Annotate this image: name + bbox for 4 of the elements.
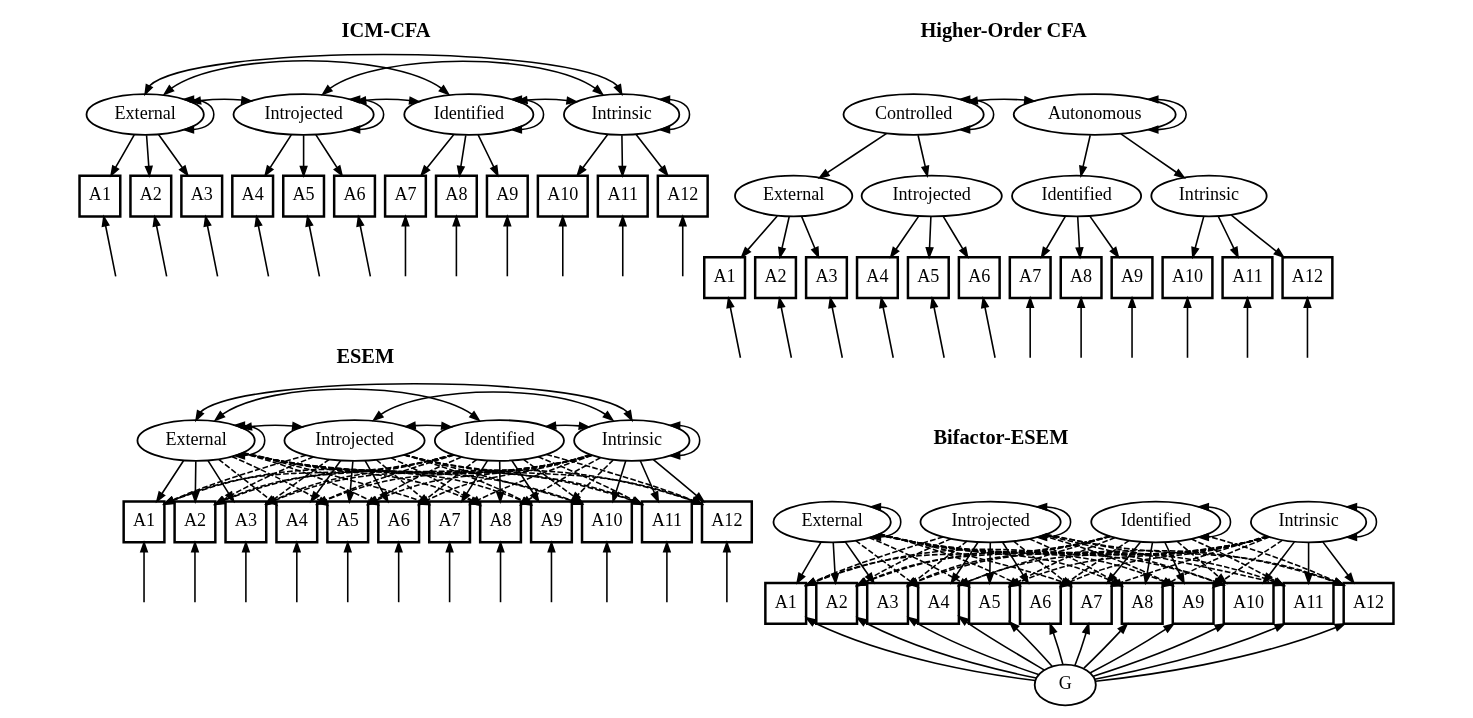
label: ICM-CFA bbox=[341, 18, 431, 41]
label: ESEM bbox=[336, 344, 395, 367]
label: Higher-Order CFA bbox=[920, 18, 1087, 41]
label: Bifactor-ESEM bbox=[933, 426, 1069, 449]
